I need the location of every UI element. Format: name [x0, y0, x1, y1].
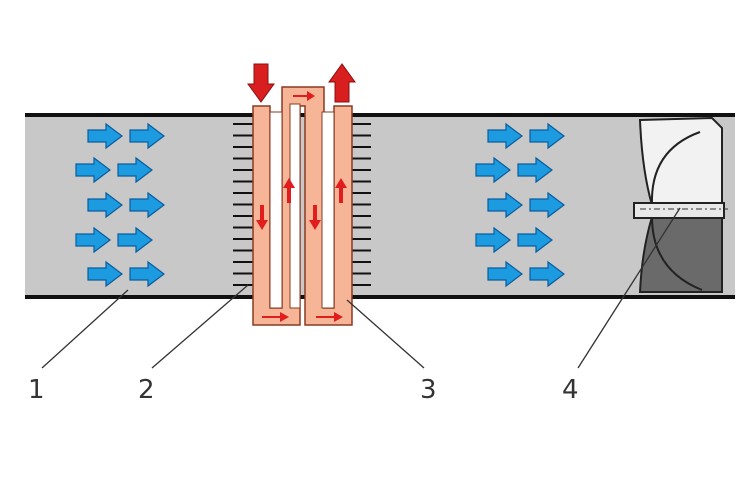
callout-2: 2 [138, 375, 155, 405]
fan-icon [633, 116, 728, 293]
coil-channel-3 [321, 111, 335, 309]
flow-arrow-up-1 [283, 178, 295, 203]
down-arrow-icon [247, 63, 275, 103]
up-arrow-icon [328, 63, 356, 103]
flow-arrow-down-1 [256, 205, 268, 230]
callout-lines [41, 207, 681, 369]
flow-arrow-top [293, 91, 315, 101]
fan-blade-lower-curve [651, 216, 703, 291]
coil-channel-1 [269, 111, 283, 309]
coil-flow-arrows [256, 91, 347, 322]
callout-line-3 [346, 299, 425, 369]
flow-arrow-up-2 [335, 178, 347, 203]
fan-blade-upper-curve [650, 131, 701, 206]
callout-line-4 [577, 207, 681, 369]
coil-channel-2 [289, 103, 301, 309]
flow-arrow-bottom-left [262, 312, 289, 322]
flow-arrow-down-2 [309, 205, 321, 230]
callout-3: 3 [420, 375, 437, 405]
flow-arrow-bottom-right [316, 312, 343, 322]
fan-blade-bottom [638, 216, 723, 293]
callout-4: 4 [562, 375, 579, 405]
callout-line-2 [151, 284, 249, 369]
callout-line-1 [41, 289, 129, 369]
callout-1: 1 [28, 375, 45, 405]
coil-fins-right [352, 123, 371, 286]
fan-blade-top [638, 116, 723, 206]
coil-fins-left [233, 123, 253, 286]
